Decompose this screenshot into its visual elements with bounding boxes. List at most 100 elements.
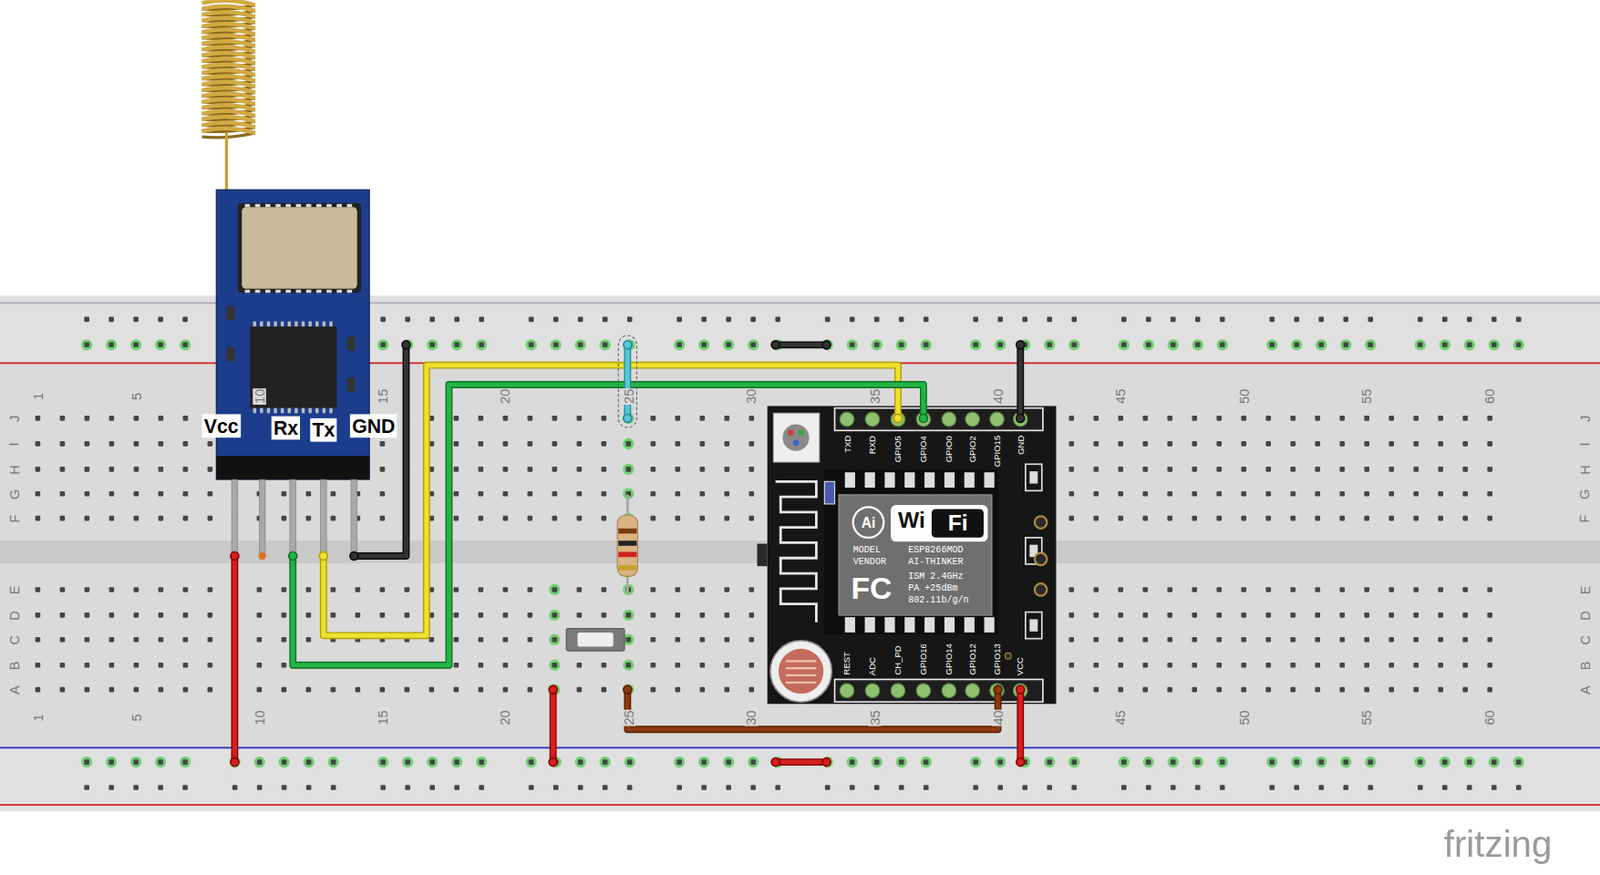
column-number: 15: [375, 709, 390, 726]
chip-lead: [322, 408, 326, 414]
breadboard-hole: [676, 759, 682, 765]
breadboard-hole: [84, 662, 91, 669]
breadboard-hole: [528, 317, 535, 323]
breadboard-hole: [1363, 587, 1370, 593]
breadboard-hole: [1166, 662, 1173, 669]
connected-hole-glow: [1364, 339, 1376, 351]
pin-name: GPIO2: [968, 435, 978, 463]
breadboard-hole: [874, 784, 880, 791]
breadboard-hole: [158, 516, 165, 522]
breadboard-hole: [1068, 687, 1074, 693]
connected-hole-glow: [1439, 756, 1451, 768]
module-marking: ISM 2.4GHz: [908, 572, 963, 582]
breadboard-hole: [1068, 441, 1074, 447]
chip-lead: [315, 321, 319, 328]
breadboard-hole: [109, 687, 115, 693]
breadboard-hole: [552, 441, 558, 447]
connected-hole-glow: [1290, 339, 1302, 351]
column-number: 30: [744, 387, 759, 404]
breadboard-hole: [1191, 587, 1198, 593]
breadboard-hole: [330, 587, 337, 593]
breadboard-hole: [676, 342, 682, 349]
red-wire-outline: [231, 556, 239, 763]
breadboard-hole: [84, 441, 91, 447]
pin-name: GPIO4: [918, 435, 929, 463]
smd-part: [226, 306, 235, 321]
breadboard-hole: [404, 759, 411, 765]
breadboard-hole: [1195, 317, 1201, 323]
breadboard-hole: [874, 759, 880, 765]
breadboard-hole: [454, 759, 460, 765]
breadboard-hole: [404, 587, 411, 593]
black-wire-outline: [1016, 344, 1024, 419]
row-letter: E: [7, 584, 21, 596]
breadboard-hole: [1068, 415, 1074, 422]
breadboard-hole: [627, 317, 633, 323]
breadboard-hole: [257, 687, 263, 693]
column-number: 5: [129, 391, 144, 401]
breadboard-hole: [1121, 342, 1127, 349]
breadboard-hole: [207, 687, 214, 693]
antenna-coil: [202, 128, 256, 134]
breadboard-hole: [972, 784, 979, 791]
wifi-logo-inner: [931, 509, 984, 538]
connected-hole-glow: [402, 339, 413, 351]
breadboard-hole: [1240, 687, 1247, 693]
breadboard-hole: [1437, 466, 1444, 473]
yellow-wire-outline: [323, 365, 899, 637]
board-pcb: [767, 405, 1057, 704]
breadboard-hole: [1046, 784, 1053, 791]
rf-transceiver-module: [216, 189, 370, 560]
breadboard-hole: [281, 491, 288, 497]
breadboard-hole: [1068, 662, 1074, 669]
castellated-pad: [845, 472, 856, 488]
breadboard-hole: [158, 415, 165, 422]
shield-pad: [326, 204, 332, 207]
breadboard-hole: [1142, 415, 1148, 422]
breadboard-hole: [207, 491, 214, 497]
breadboard-hole: [724, 687, 731, 693]
breadboard-hole: [281, 687, 288, 693]
breadboard-hole: [380, 687, 386, 693]
breadboard-hole: [306, 687, 312, 693]
shield-pad: [245, 204, 251, 207]
breadboard-hole: [1314, 466, 1321, 473]
breadboard-hole: [700, 687, 706, 693]
breadboard-hole: [676, 784, 682, 791]
connected-hole-glow: [548, 683, 560, 695]
breadboard-hole: [1363, 516, 1370, 522]
shield-pad: [265, 204, 271, 207]
breadboard-hole: [1166, 687, 1173, 693]
column-number: 50: [1237, 387, 1251, 404]
breadboard-hole: [527, 415, 534, 422]
breadboard-hole: [133, 342, 139, 349]
breadboard-hole: [725, 317, 732, 323]
breadboard-hole: [1437, 687, 1444, 693]
red-wire: [1018, 690, 1023, 763]
shield-pad: [285, 289, 291, 293]
connected-hole-glow: [747, 756, 759, 768]
breadboard-hole: [1191, 516, 1198, 522]
breadboard-hole: [1342, 759, 1349, 765]
breadboard-hole: [1166, 415, 1173, 422]
breadboard-hole: [1318, 784, 1324, 791]
breadboard-hole: [552, 491, 558, 497]
breadboard-hole: [503, 415, 509, 422]
breadboard-hole: [1413, 687, 1419, 693]
breadboard-hole: [35, 516, 42, 522]
row-letter: D: [1578, 609, 1592, 622]
breadboard-hole: [1290, 587, 1296, 593]
pin-name: REST: [842, 651, 852, 675]
red-wire-end: [230, 758, 239, 767]
selection-outline: [618, 335, 637, 428]
connected-hole-glow: [1217, 339, 1229, 351]
breadboard-hole: [1265, 491, 1271, 497]
breadboard-hole: [1363, 687, 1370, 693]
connected-hole-glow: [1513, 756, 1525, 768]
breadboard-hole: [724, 612, 731, 619]
connected-hole-glow: [698, 339, 710, 351]
breadboard-hole: [849, 784, 856, 791]
breadboard-hole: [1142, 466, 1148, 473]
breadboard-hole: [1142, 587, 1148, 593]
breadboard-hole: [1191, 687, 1198, 693]
